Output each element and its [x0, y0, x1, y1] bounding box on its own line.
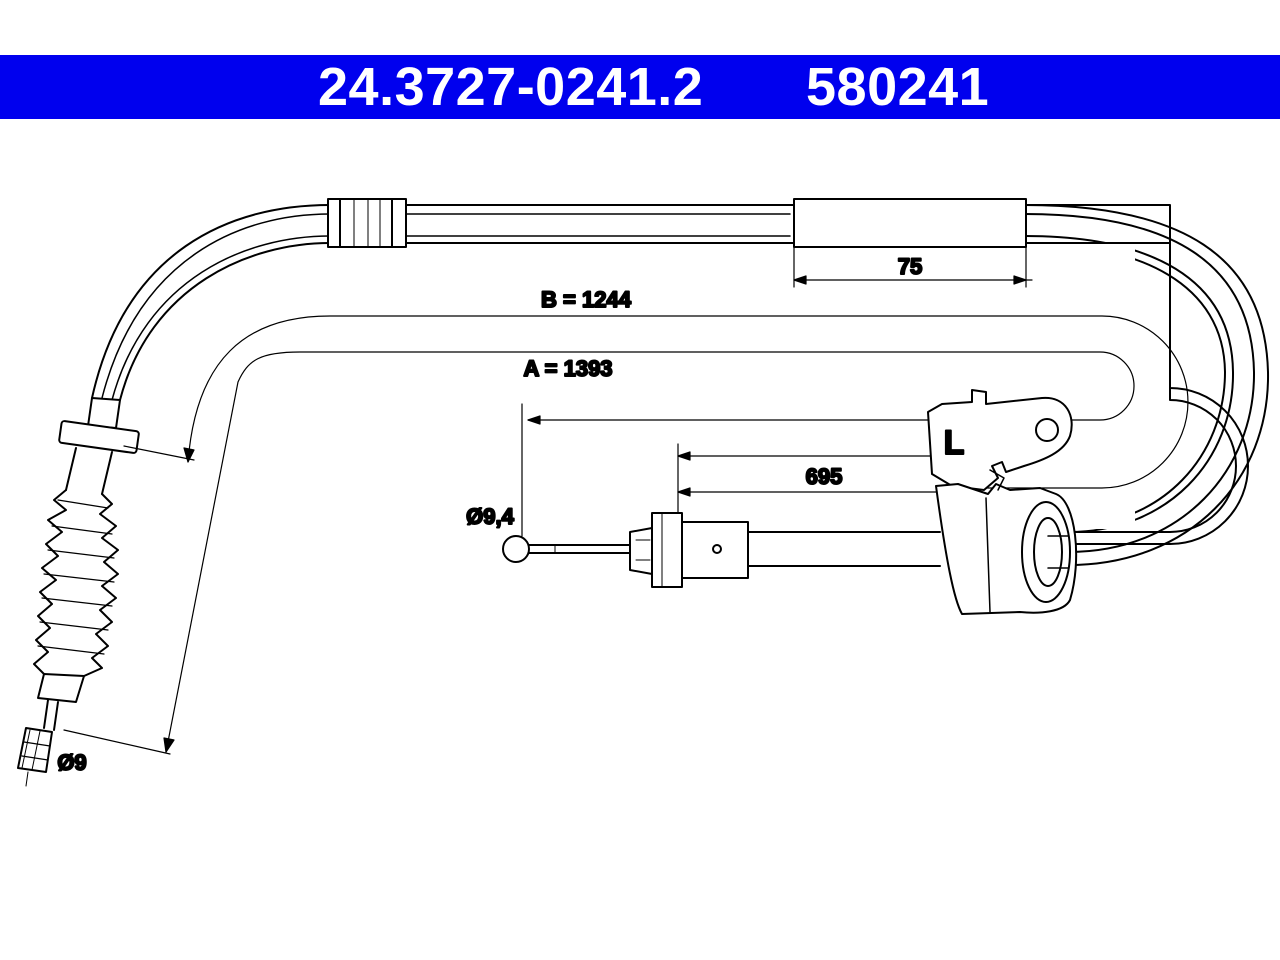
dimension-lines	[63, 246, 1189, 755]
side-mark-label: L	[944, 424, 965, 462]
bracket	[927, 389, 1078, 615]
end-diameter-label: Ø9	[57, 750, 86, 775]
sleeve-dimension-label: 75	[898, 254, 922, 279]
title-bar: 24.3727-0241.2 580241	[0, 55, 1280, 119]
inner-dimension-label: 695	[806, 464, 843, 489]
sleeve	[793, 198, 1027, 248]
cable-sheath	[91, 204, 1270, 566]
part-number: 24.3727-0241.2	[318, 57, 704, 117]
ball-diameter-label: Ø9,4	[466, 504, 514, 529]
length-b-label: B = 1244	[541, 287, 632, 312]
inner-wire	[502, 531, 941, 567]
left-end-fitting	[17, 397, 140, 787]
hex-nut	[327, 198, 791, 248]
adjuster-fitting	[629, 512, 749, 588]
length-a-label: A = 1393	[523, 356, 612, 381]
reference-number: 580241	[806, 57, 990, 117]
